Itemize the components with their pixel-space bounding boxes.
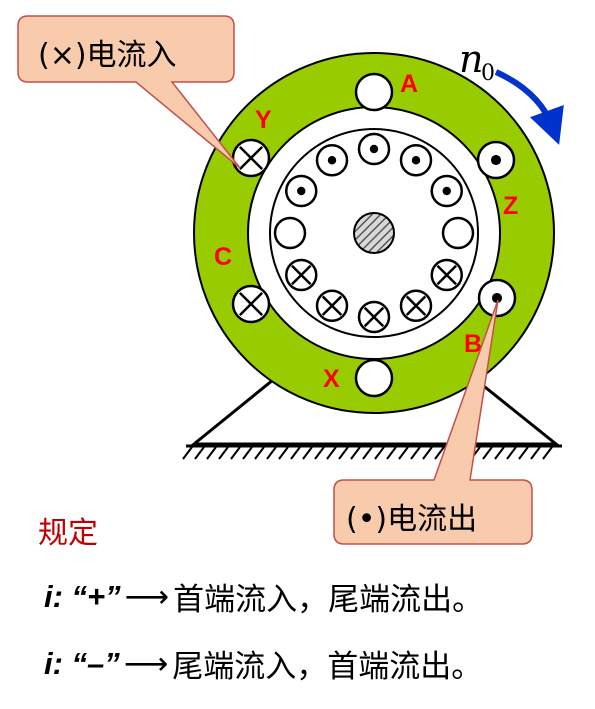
callout-in-shape (17, 15, 241, 169)
coil-label-c: C (214, 243, 232, 271)
coil-a (354, 72, 394, 112)
arrow-icon: ⟶ (124, 578, 170, 615)
coil-label-x: X (323, 365, 340, 393)
stator-coils (231, 72, 517, 398)
rotor-conductor (285, 174, 318, 208)
rotor-conductor (399, 144, 433, 177)
sign-positive: : “+” (52, 578, 121, 614)
rotor-conductor (399, 289, 433, 322)
coil-label-y: Y (255, 106, 272, 134)
rotor-conductor (357, 132, 391, 166)
rotor-conductor (430, 258, 463, 292)
coil-y (231, 138, 271, 178)
coil-c (231, 284, 271, 324)
callout-out-label: (•)电流出 (346, 502, 478, 537)
rule-line-positive: i : “+” ⟶ 首端流入，尾端流出。 (44, 574, 483, 619)
callout-out-shape (333, 299, 533, 545)
callout-in-label: (×)电流入 (38, 38, 177, 73)
speed-symbol: n (459, 37, 483, 81)
current-symbol: i (44, 645, 53, 681)
sign-negative: : “–” (52, 645, 120, 681)
rule-title: 规定 (38, 516, 98, 551)
coil-label-b: B (464, 330, 482, 358)
rotor-conductor (441, 216, 475, 250)
speed-subscript: 0 (481, 61, 495, 86)
coil-label-a: A (400, 70, 418, 98)
coil-b (477, 278, 517, 318)
rotor-conductor (273, 216, 307, 250)
rotor-conductor (430, 174, 463, 208)
rotor-conductors (273, 132, 475, 334)
rule-text-negative: 尾端流入，首端流出。 (172, 649, 483, 685)
rotor-conductor (315, 289, 349, 322)
coil-z (476, 140, 516, 180)
arrow-icon: ⟶ (123, 645, 169, 682)
current-symbol: i (44, 578, 53, 614)
rotor-conductor (315, 144, 349, 177)
rule-text-positive: 首端流入，尾端流出。 (173, 582, 484, 618)
rotor-conductor (285, 258, 318, 292)
rule-line-negative: i : “–” ⟶ 尾端流入，首端流出。 (44, 641, 482, 686)
rotation-arrow (494, 69, 564, 145)
coil-label-z: Z (503, 192, 518, 220)
rotor-conductor (357, 300, 391, 334)
shaft (353, 212, 395, 254)
coil-x (354, 358, 394, 398)
